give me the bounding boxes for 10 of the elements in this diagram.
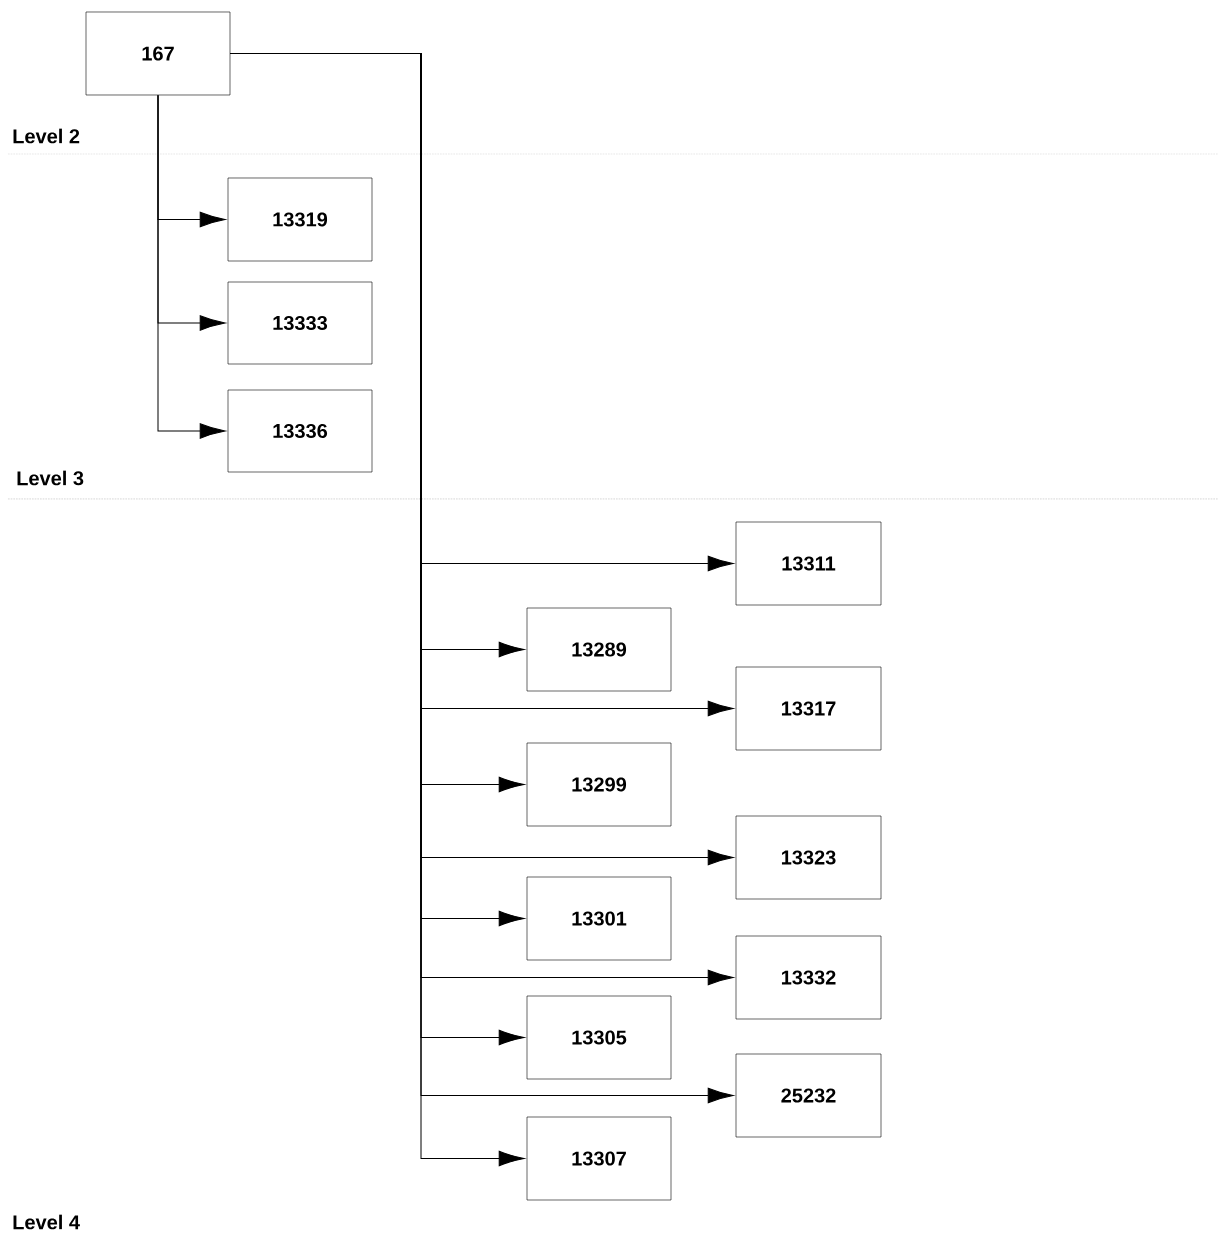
level-label: Level 3 (17, 470, 84, 486)
id-box: 13323 (735, 815, 882, 900)
id-box: 13307 (526, 1116, 672, 1201)
id-box: 167 (85, 11, 231, 96)
level-label: Level 4 (13, 1214, 80, 1230)
id-box: 13332 (735, 935, 882, 1020)
level-label: Level 2 (13, 128, 80, 144)
id-box: 13317 (735, 666, 882, 751)
id-box: 13311 (735, 521, 882, 606)
id-box: 25232 (735, 1053, 882, 1138)
